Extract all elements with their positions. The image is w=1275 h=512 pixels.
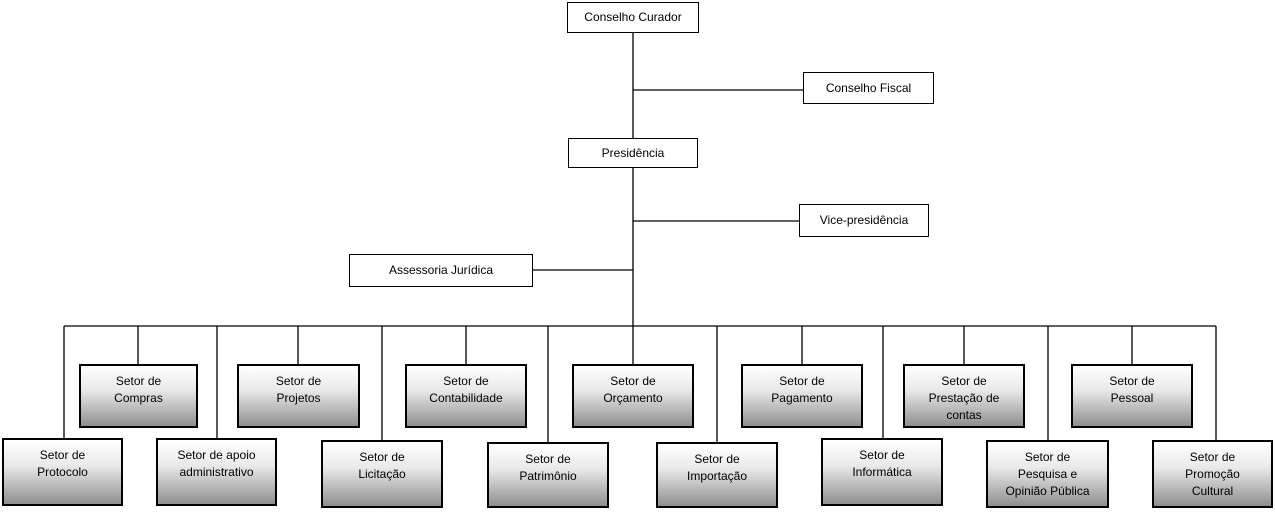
box-setor-importacao: Setor de Importação [656,442,778,508]
box-label: Setor de Projetos [275,374,322,405]
box-label: Setor de Licitação [358,450,406,481]
box-setor-pessoal: Setor de Pessoal [1071,364,1193,428]
box-assessoria-juridica: Assessoria Jurídica [349,254,533,287]
box-setor-promocao-cultural: Setor de Promoção Cultural [1152,440,1273,508]
box-vice-presidencia: Vice-presidência [799,204,929,237]
box-label: Setor de apoio administrativo [177,448,256,479]
box-label: Setor de Pessoal [1109,374,1155,405]
box-setor-pesquisa-opiniao: Setor de Pesquisa e Opinião Pública [986,440,1109,508]
box-label: Conselho Curador [584,10,682,24]
box-label: Conselho Fiscal [825,80,912,95]
box-label: Setor de Compras [114,374,163,405]
box-label: Setor de Informática [852,448,912,479]
box-label: Setor de Pesquisa e Opinião Pública [1005,450,1090,498]
box-setor-patrimonio: Setor de Patrimônio [487,442,609,508]
box-label: Setor de Contabilidade [429,374,503,405]
box-conselho-curador: Conselho Curador [567,2,699,33]
box-label: Assessoria Jurídica [388,263,494,277]
box-setor-prestacao-contas: Setor de Prestação de contas [903,364,1025,428]
box-label: Setor de Pagamento [771,374,833,405]
box-label: Presidência [601,145,665,160]
box-setor-contabilidade: Setor de Contabilidade [405,364,527,428]
box-setor-orcamento: Setor de Orçamento [572,364,694,428]
box-label: Setor de Importação [686,452,748,483]
box-label: Setor de Prestação de contas [928,374,1000,422]
box-label: Setor de Promoção Cultural [1185,450,1240,498]
box-setor-licitacao: Setor de Licitação [321,440,443,508]
box-label: Vice-presidência [819,213,909,227]
box-label: Setor de Patrimônio [519,452,577,483]
box-setor-apoio-administrativo: Setor de apoio administrativo [156,438,277,506]
box-setor-compras: Setor de Compras [79,364,198,428]
box-setor-pagamento: Setor de Pagamento [741,364,863,428]
box-presidencia: Presidência [568,138,698,168]
box-label: Setor de Protocolo [37,448,88,479]
box-setor-projetos: Setor de Projetos [237,364,360,428]
box-setor-protocolo: Setor de Protocolo [2,438,123,506]
box-conselho-fiscal: Conselho Fiscal [803,72,934,104]
box-setor-informatica: Setor de Informática [821,438,943,506]
box-label: Setor de Orçamento [603,374,663,405]
